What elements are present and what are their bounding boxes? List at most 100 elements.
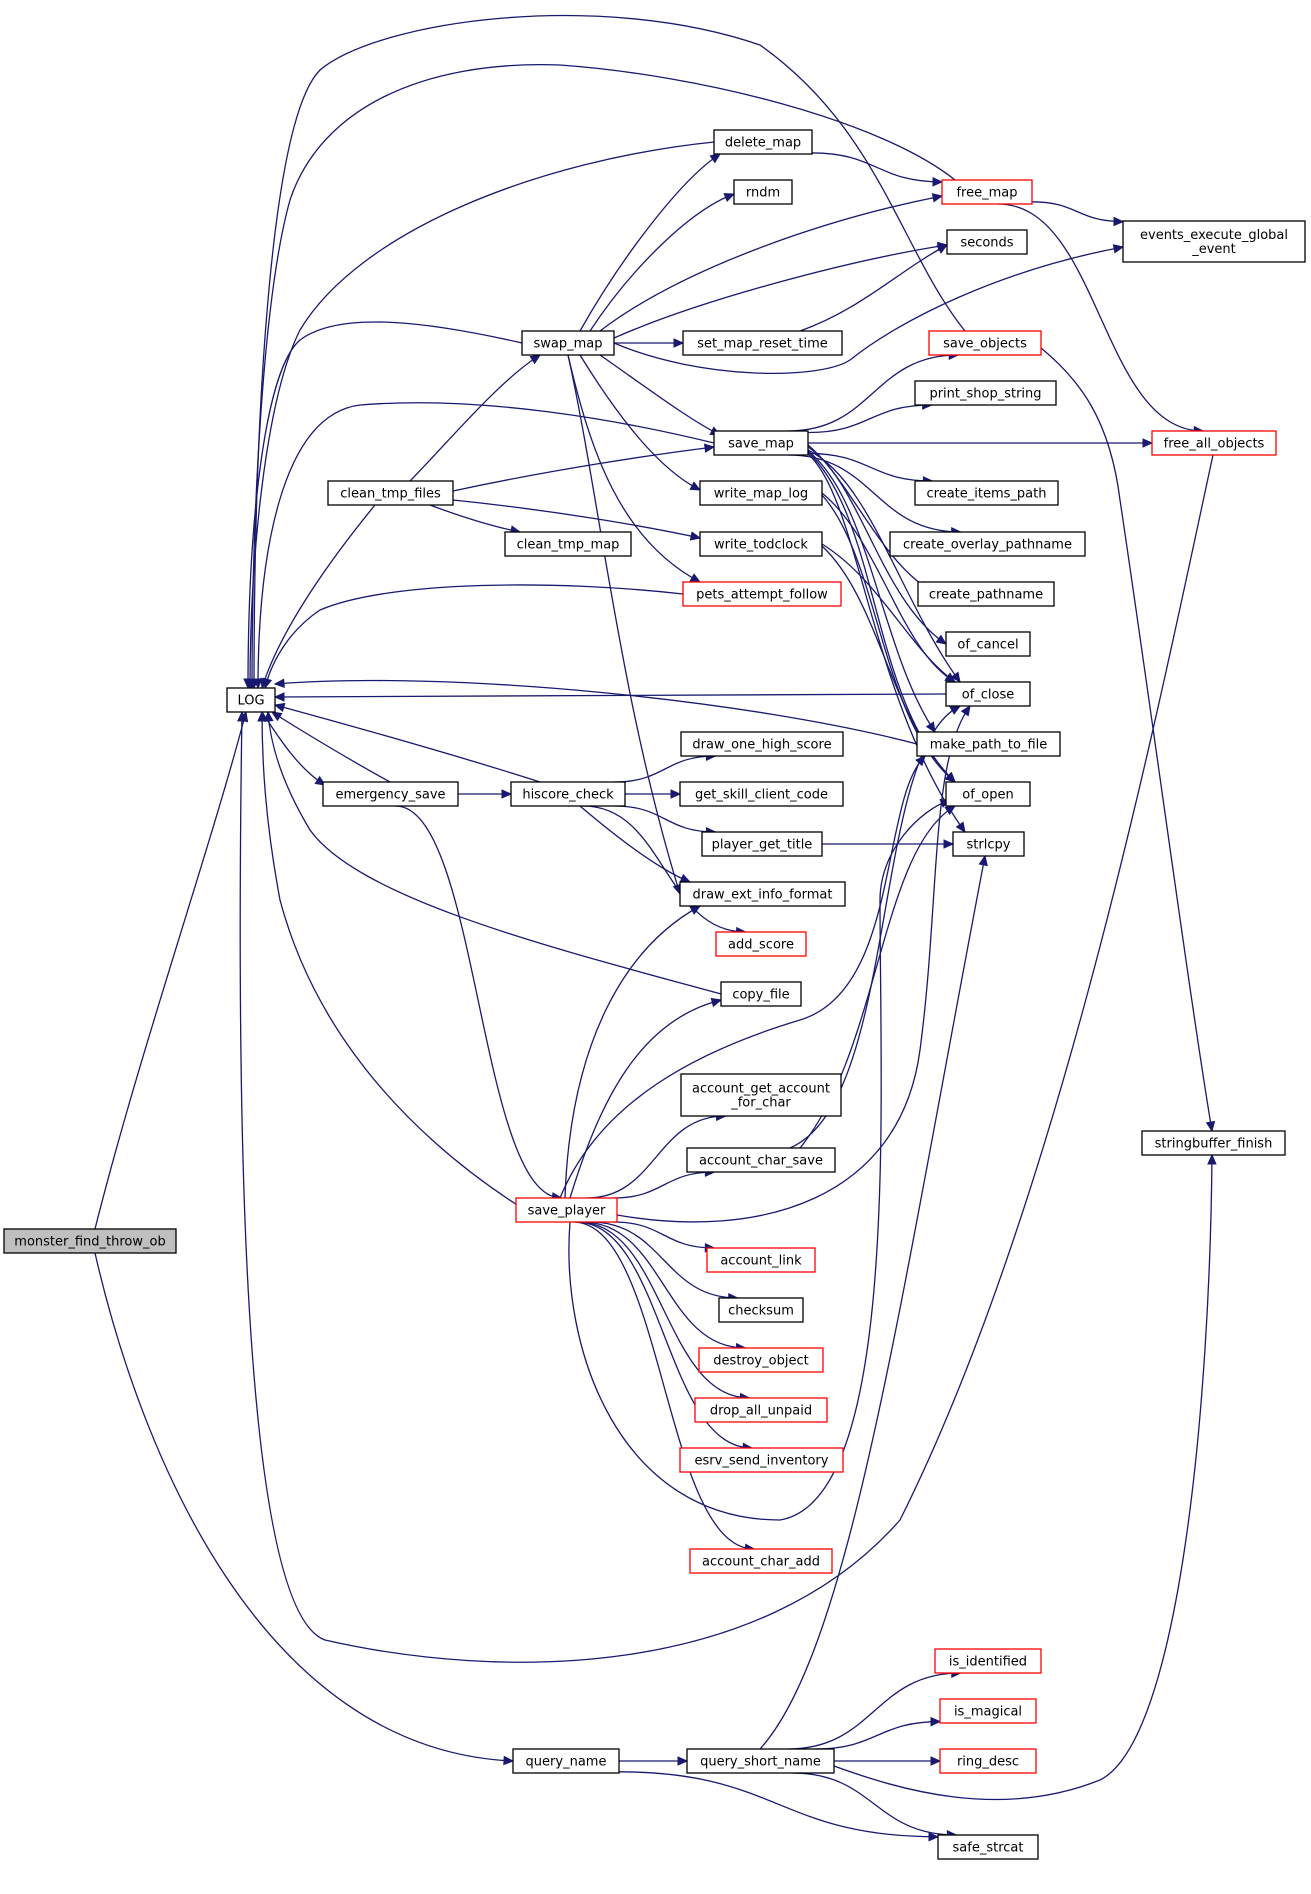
node-write-todclock[interactable]: write_todclock (699, 531, 823, 557)
node-clean-tmp-files[interactable]: clean_tmp_files (327, 480, 454, 506)
node-label: clean_tmp_map (517, 538, 620, 553)
node-label: seconds (960, 236, 1013, 251)
node-clean-tmp-map[interactable]: clean_tmp_map (504, 531, 632, 557)
node-box (680, 1073, 842, 1117)
node-is-magical[interactable]: is_magical (939, 1698, 1037, 1724)
edge-line (807, 450, 936, 733)
node-monster-find-throw-ob[interactable]: monster_find_throw_ob (3, 1228, 177, 1254)
node-account-char-add[interactable]: account_char_add (689, 1548, 833, 1574)
node-LOG[interactable]: LOG (226, 687, 276, 713)
edge-arrowhead (503, 1755, 515, 1766)
node-label: of_cancel (957, 638, 1018, 653)
node-of-open[interactable]: of_open (945, 781, 1031, 807)
edge-line (429, 504, 521, 533)
edge-arrowhead (915, 755, 926, 767)
edge-line (997, 203, 1204, 432)
node-draw-one-high-score[interactable]: draw_one_high_score (680, 731, 844, 757)
edge-arrowhead (709, 153, 722, 164)
node-checksum[interactable]: checksum (718, 1297, 804, 1323)
node-hiscore-check[interactable]: hiscore_check (510, 781, 626, 807)
node-query-short-name[interactable]: query_short_name (686, 1748, 835, 1774)
edge-line (807, 404, 932, 434)
node-box (914, 480, 1059, 506)
node-seconds[interactable]: seconds (946, 229, 1028, 255)
edge-line (787, 354, 959, 432)
edge-line (807, 449, 961, 683)
edge-line (799, 244, 948, 332)
edge-line (569, 999, 722, 1199)
node-box (939, 1698, 1037, 1724)
edge-arrowhead (932, 177, 944, 187)
node-label: free_all_objects (1164, 437, 1265, 452)
node-drop-all-unpaid[interactable]: drop_all_unpaid (694, 1397, 828, 1423)
node-safe-strcat[interactable]: safe_strcat (937, 1834, 1039, 1860)
edge-line (815, 1720, 941, 1750)
node-pets-attempt-follow[interactable]: pets_attempt_follow (682, 581, 842, 607)
edge-arrowhead (253, 678, 263, 690)
node-account-link[interactable]: account_link (706, 1247, 816, 1273)
node-make-path-to-file[interactable]: make_path_to_file (916, 731, 1061, 757)
node-of-cancel[interactable]: of_cancel (945, 631, 1031, 657)
node-box (327, 480, 454, 506)
edge-arrowhead (529, 354, 542, 365)
edge-line (589, 1221, 738, 1299)
node-free-map[interactable]: free_map (941, 179, 1033, 205)
node-draw-ext-info-format[interactable]: draw_ext_info_format (679, 881, 846, 907)
node-print-shop-string[interactable]: print_shop_string (914, 380, 1057, 406)
node-add-score[interactable]: add_score (715, 931, 807, 957)
node-swap-map[interactable]: swap_map (521, 330, 615, 356)
node-label: draw_ext_info_format (692, 888, 832, 903)
node-stringbuffer-finish[interactable]: stringbuffer_finish (1141, 1130, 1286, 1156)
node-label: create_items_path (927, 487, 1047, 502)
node-write-map-log[interactable]: write_map_log (699, 480, 823, 506)
node-events-execute-global-event[interactable]: events_execute_global_event (1122, 220, 1306, 263)
node-strlcpy[interactable]: strlcpy (952, 831, 1025, 857)
node-esrv-send-inventory[interactable]: esrv_send_inventory (679, 1447, 844, 1473)
edge-hiscore_check-to-add_score (583, 805, 747, 937)
node-is-identified[interactable]: is_identified (934, 1648, 1042, 1674)
node-rndm[interactable]: rndm (733, 179, 793, 205)
node-copy-file[interactable]: copy_file (720, 981, 802, 1007)
node-set-map-reset-time[interactable]: set_map_reset_time (682, 330, 843, 356)
node-label: delete_map (725, 136, 801, 151)
node-query-name[interactable]: query_name (512, 1748, 620, 1774)
edge-save_map-to-of_cancel (807, 446, 948, 645)
node-player-get-title[interactable]: player_get_title (701, 831, 823, 857)
node-save-map[interactable]: save_map (713, 430, 809, 456)
edge-clean_tmp_files-to-write_todclock (452, 499, 702, 541)
edge-line (94, 1252, 514, 1762)
edge-arrowhead (943, 839, 955, 849)
edge-query_short_name-to-ring_desc (834, 1756, 942, 1766)
node-label: write_todclock (714, 538, 808, 553)
edge-save_player-to-destroy_object (582, 1221, 747, 1353)
node-save-player[interactable]: save_player (515, 1197, 618, 1223)
edge-line (787, 1672, 961, 1750)
node-label: pets_attempt_follow (696, 588, 828, 603)
node-label: save_objects (943, 337, 1027, 352)
edge-line (257, 402, 715, 689)
node-free-all-objects[interactable]: free_all_objects (1151, 430, 1277, 456)
node-label: swap_map (533, 337, 602, 352)
edge-arrowhead (710, 997, 723, 1008)
node-create-items-path[interactable]: create_items_path (914, 480, 1059, 506)
node-label: make_path_to_file (930, 738, 1048, 753)
edge-swap_map-to-set_map_reset_time (614, 338, 685, 348)
node-label: destroy_object (713, 1354, 808, 1369)
node-emergency-save[interactable]: emergency_save (322, 781, 459, 807)
edge-arrowhead (944, 672, 956, 683)
edge-line (452, 499, 701, 539)
node-create-overlay-pathname[interactable]: create_overlay_pathname (889, 531, 1086, 557)
node-box (713, 430, 809, 456)
node-account-char-save[interactable]: account_char_save (686, 1147, 836, 1173)
node-create-pathname[interactable]: create_pathname (917, 581, 1055, 607)
node-label: account_link (720, 1254, 802, 1269)
node-destroy-object[interactable]: destroy_object (698, 1347, 824, 1373)
node-get-skill-client-code[interactable]: get_skill_client_code (679, 781, 844, 807)
node-delete-map[interactable]: delete_map (713, 129, 813, 155)
node-account-get-account-for-char[interactable]: account_get_account_for_char (680, 1073, 842, 1117)
node-save-objects[interactable]: save_objects (928, 330, 1042, 356)
node-of-close[interactable]: of_close (945, 681, 1031, 707)
node-ring-desc[interactable]: ring_desc (939, 1748, 1037, 1774)
edge-clean_tmp_files-to-LOG (260, 504, 376, 690)
